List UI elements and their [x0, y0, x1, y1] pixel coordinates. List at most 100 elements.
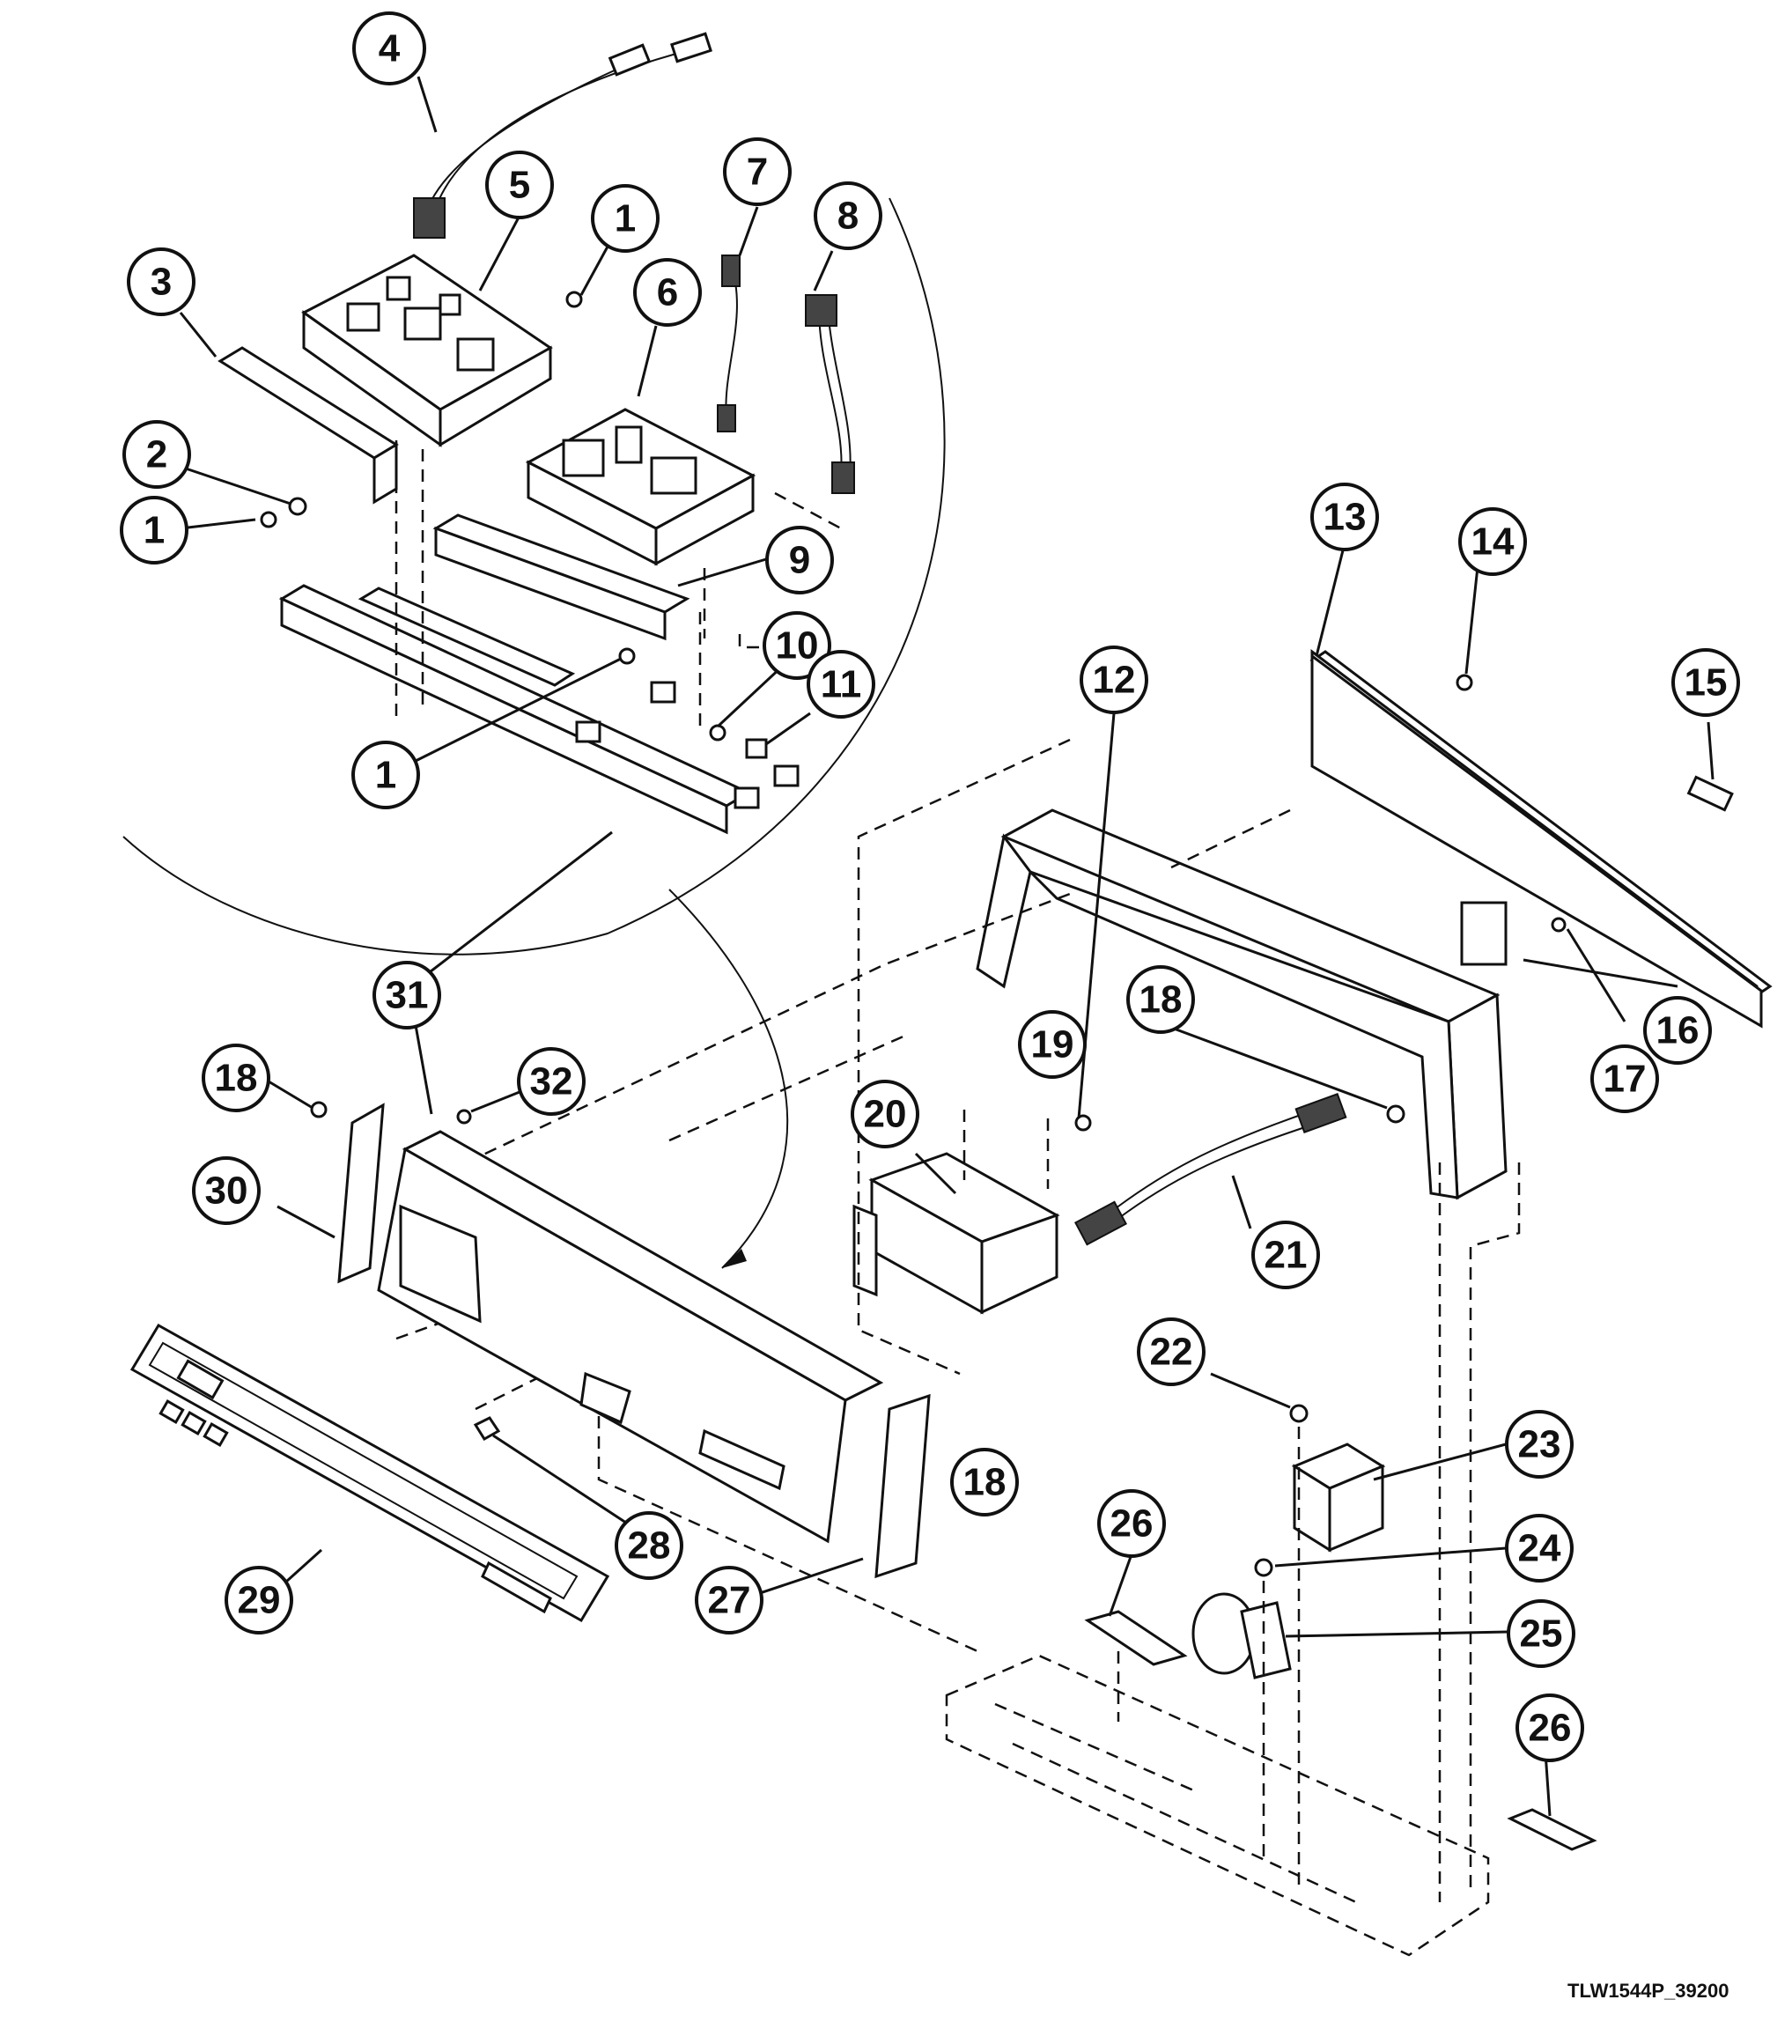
callout-10: 10	[763, 611, 831, 680]
svg-text:22: 22	[1150, 1331, 1193, 1374]
callout-14: 14	[1458, 507, 1527, 576]
clip-11	[745, 738, 768, 759]
callout-29: 29	[225, 1566, 293, 1634]
svg-text:23: 23	[1518, 1423, 1561, 1466]
screw-1c	[618, 647, 636, 665]
callout-8: 8	[814, 181, 882, 250]
screw-14	[1456, 674, 1473, 691]
callout-30: 30	[192, 1156, 261, 1225]
screw-18-upper	[1386, 1104, 1405, 1124]
callout-20: 20	[851, 1080, 919, 1148]
bracket-9	[432, 513, 690, 641]
detail-dash-lines	[395, 440, 842, 731]
svg-text:26: 26	[1529, 1707, 1572, 1750]
callout-23: 23	[1505, 1410, 1574, 1479]
clip-b	[650, 681, 676, 704]
svg-text:32: 32	[530, 1060, 573, 1103]
relay-23	[1291, 1443, 1386, 1553]
svg-text:12: 12	[1093, 659, 1136, 702]
svg-text:14: 14	[1471, 520, 1515, 564]
screw-10	[709, 724, 726, 742]
wire-harness-21	[1074, 1093, 1347, 1246]
callout-28: 28	[615, 1511, 683, 1580]
screw-22	[1289, 1404, 1309, 1423]
callout-21: 21	[1251, 1221, 1320, 1289]
callout-26-right: 26	[1515, 1693, 1584, 1762]
callout-7: 7	[723, 137, 792, 206]
screw-19	[1074, 1114, 1092, 1132]
clip-d	[773, 764, 800, 787]
label-26-right	[1507, 1808, 1597, 1851]
svg-text:31: 31	[386, 974, 429, 1017]
callout-18-left: 18	[202, 1044, 270, 1112]
callout-9: 9	[765, 526, 834, 594]
svg-text:28: 28	[628, 1524, 671, 1568]
callout-26-mid: 26	[1097, 1489, 1166, 1558]
screw-16	[1551, 917, 1567, 933]
svg-text:20: 20	[864, 1093, 907, 1136]
overlay-29	[129, 1323, 610, 1623]
svg-text:1: 1	[615, 197, 636, 240]
svg-text:9: 9	[789, 539, 810, 582]
wire-harness-8	[805, 294, 855, 494]
svg-text:18: 18	[1139, 978, 1183, 1022]
svg-text:16: 16	[1656, 1009, 1700, 1052]
screw-24	[1254, 1558, 1273, 1577]
detail-view-arc	[122, 197, 946, 956]
callout-12: 12	[1080, 646, 1148, 714]
switch-board-17	[1460, 901, 1508, 966]
svg-text:18: 18	[963, 1461, 1007, 1504]
clip-a	[575, 720, 601, 743]
wire-harness-4	[413, 32, 713, 239]
svg-text:29: 29	[238, 1579, 281, 1622]
svg-text:26: 26	[1110, 1502, 1154, 1546]
svg-text:3: 3	[151, 261, 172, 304]
control-board-6	[525, 408, 756, 566]
drawing-id: TLW1544P_39200	[1567, 1980, 1729, 2002]
svg-text:5: 5	[509, 164, 530, 207]
svg-text:4: 4	[379, 27, 401, 70]
callout-6: 6	[633, 258, 702, 327]
detail-connector-arrowhead	[722, 1249, 747, 1268]
pressure-switch-25	[1191, 1592, 1292, 1679]
screw-18-left	[310, 1101, 328, 1118]
label-26-mid	[1084, 1610, 1188, 1666]
callout-18-upper: 18	[1126, 965, 1195, 1034]
callout-16: 16	[1643, 996, 1712, 1065]
callout-1-left: 1	[120, 496, 188, 564]
callout-3: 3	[127, 247, 195, 316]
svg-text:11: 11	[821, 663, 862, 706]
cap-15	[1686, 775, 1734, 812]
button-28	[473, 1416, 501, 1442]
leader-lines	[179, 76, 1715, 1817]
cabinet-top-outline	[945, 1654, 1490, 1957]
callout-32: 32	[517, 1047, 586, 1116]
callout-15: 15	[1671, 648, 1740, 717]
svg-text:21: 21	[1265, 1234, 1308, 1277]
svg-text:25: 25	[1520, 1612, 1563, 1656]
svg-text:2: 2	[146, 433, 167, 476]
callout-25: 25	[1507, 1599, 1575, 1668]
svg-text:8: 8	[837, 195, 859, 238]
end-cap-27	[874, 1393, 931, 1579]
callout-31: 31	[372, 961, 441, 1029]
detail-connector-arc	[668, 889, 789, 1269]
washer-2	[288, 497, 307, 516]
callout-11: 11	[807, 650, 875, 719]
module-20	[852, 1152, 1060, 1315]
callout-22: 22	[1137, 1317, 1206, 1386]
svg-text:10: 10	[776, 624, 819, 668]
svg-text:7: 7	[747, 151, 768, 194]
svg-text:15: 15	[1685, 661, 1728, 705]
clip-c	[734, 786, 760, 809]
svg-text:1: 1	[144, 509, 165, 552]
svg-text:18: 18	[215, 1057, 258, 1100]
screw-32	[456, 1109, 472, 1125]
callout-18-right: 18	[950, 1448, 1019, 1516]
callout-1-mid: 1	[351, 741, 420, 809]
callout-2: 2	[122, 420, 191, 489]
console-panel-31	[377, 1130, 884, 1544]
svg-text:6: 6	[657, 271, 678, 314]
console-cover-12	[976, 808, 1508, 1200]
